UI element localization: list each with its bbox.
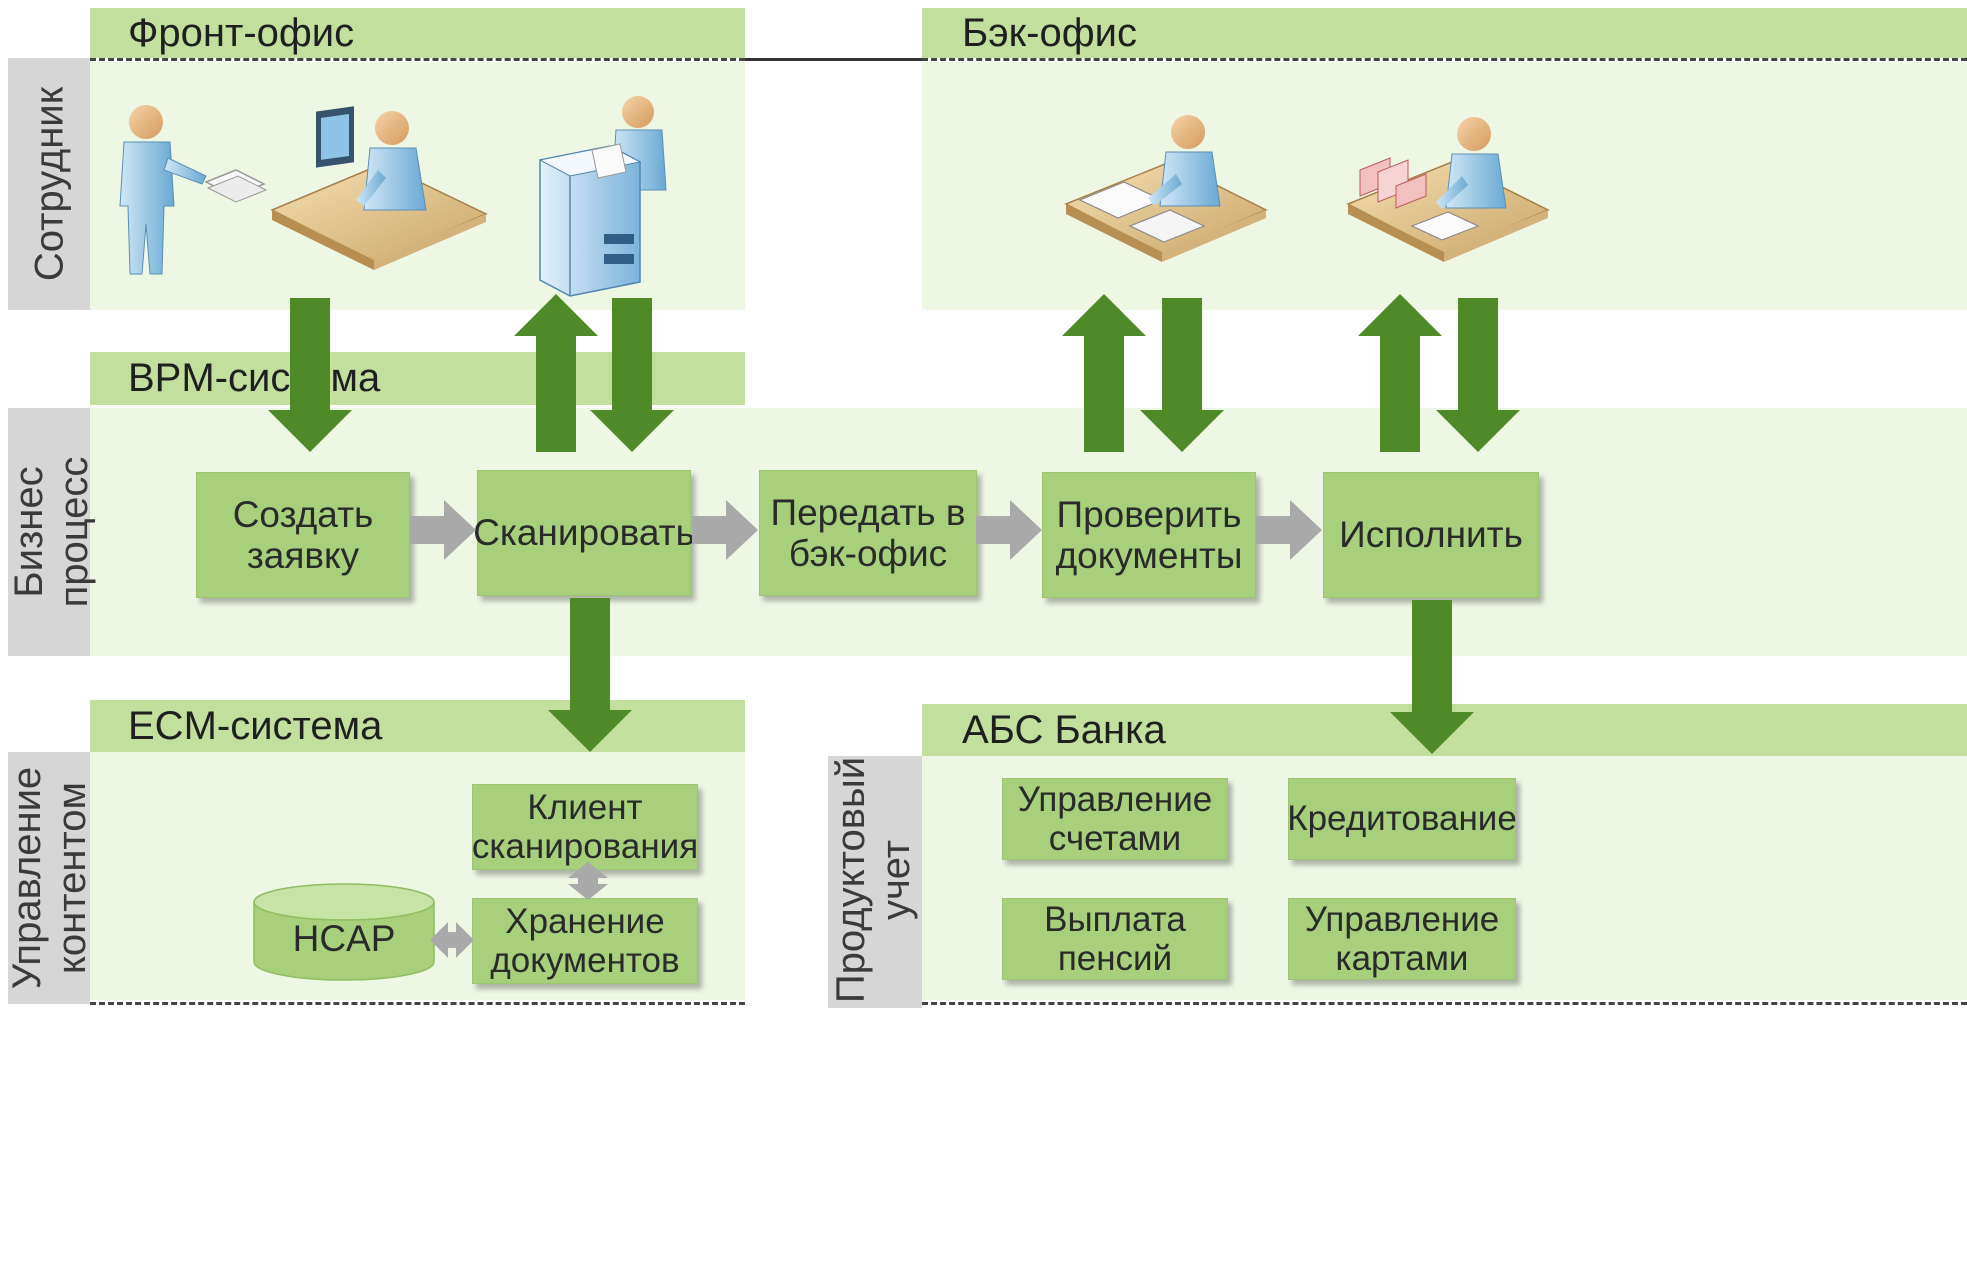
step-check-documents: Проверить документы [1042,472,1256,598]
ecm-system-header [90,700,745,752]
top-separator-left [90,58,745,61]
business-process-lane-tab [8,408,90,656]
step-scan: Сканировать [473,470,695,596]
arrow-create-to-scan [410,500,476,560]
arrow-execute-to-employee [1358,294,1442,452]
arrow-transfer-to-check [976,500,1042,560]
back-office-label: Бэк-офис [962,11,1137,55]
arrow-employee-to-execute [1436,298,1520,452]
arrow-scan-to-ecm [548,598,632,752]
bottom-separator-right [922,1002,1967,1005]
arrow-scan-to-employee [514,294,598,452]
abs-bank-label: АБС Банка [962,708,1166,752]
gray-flow-arrows [410,500,1322,560]
content-management-lane-tab [8,752,90,1004]
green-flow-arrows [268,294,1520,754]
abs-module-cards: Управление картами [1288,898,1516,980]
step-transfer-back-office: Передать в бэк-офис [759,470,977,596]
double-arrow-hcap-storage [430,922,474,958]
employee-scanning-icon [538,96,667,297]
document-storage-box: Хранение документов [472,898,698,984]
double-arrow-scan-client-storage [568,862,608,900]
top-separator-middle [745,58,922,61]
employee-handing-documents-icon [119,105,268,275]
abs-module-pensions: Выплата пенсий [1002,898,1228,980]
step-execute: Исполнить [1323,472,1539,598]
ecm-system-label: ECM-система [128,704,383,748]
scan-client-box: Клиент сканирования [472,784,698,870]
employee-at-computer-icon [270,106,488,270]
arrow-employee-to-check [1140,298,1224,452]
front-office-header [90,8,745,58]
product-accounting-lane-tab [828,756,922,1008]
arrow-check-to-employee [1062,294,1146,452]
arrow-employee-to-scan [590,298,674,452]
arrow-execute-to-abs [1390,600,1474,754]
abs-module-accounts: Управление счетами [1002,778,1228,860]
employee-lane-tab [8,58,90,310]
abs-module-lending: Кредитование [1287,778,1517,860]
arrow-check-to-execute [1256,500,1322,560]
front-office-label: Фронт-офис [128,11,355,55]
hcap-storage-icon [253,883,435,981]
bottom-separator-left [90,1002,745,1005]
back-office-header [922,8,1967,58]
employee-checking-documents-icon [1064,115,1268,262]
arrow-employee-to-create [268,298,352,452]
step-create-request: Создать заявку [196,472,410,598]
top-separator-right [922,58,1967,61]
arrow-scan-to-transfer [692,500,758,560]
hcap-label: HCAP [292,918,396,959]
bpm-system-label: BPM-система [128,356,381,400]
employee-executing-icon [1346,117,1550,262]
